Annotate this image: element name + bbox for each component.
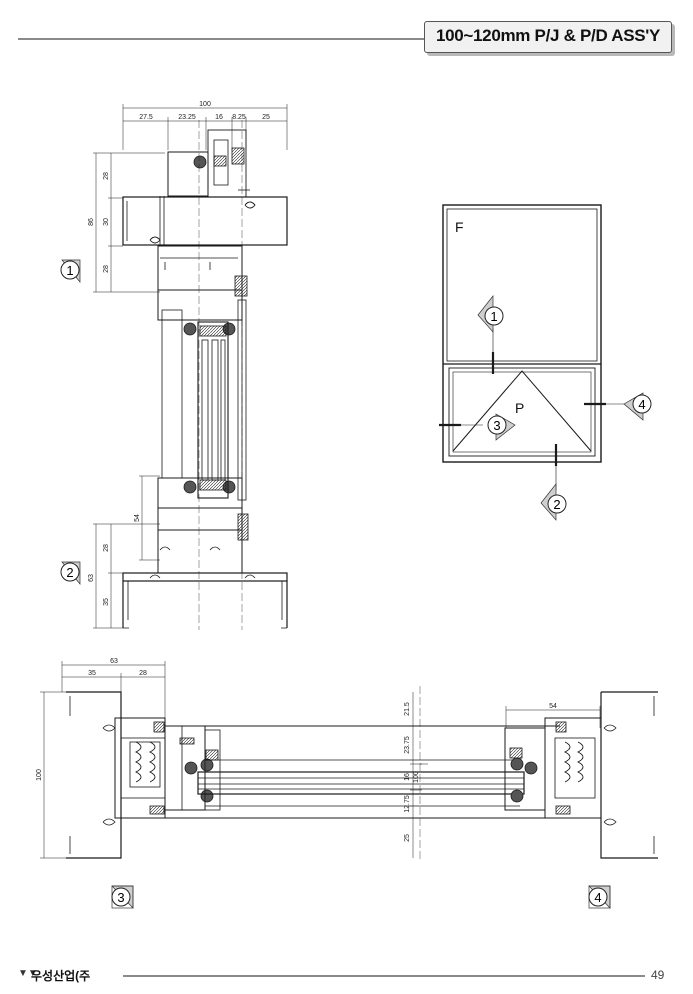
section-marker-3: 3	[111, 885, 134, 909]
dim-width-part-2: 23.25	[178, 114, 196, 121]
dim-bottom-100: 100	[36, 769, 43, 781]
dim-bottom-21-5: 21.5	[404, 702, 411, 716]
dim-height-28a: 28	[103, 172, 110, 180]
dim-height-54: 54	[134, 514, 141, 522]
dim-bottom-25: 25	[404, 834, 411, 842]
dim-width-total: 100	[199, 101, 211, 108]
dim-height-63: 63	[88, 574, 95, 582]
elevation-marker-1: 1	[477, 294, 504, 333]
dim-width-part-5: 25	[262, 114, 270, 121]
page-title: 100~120mm P/J & P/D ASS'Y	[435, 26, 661, 45]
dim-height-35: 35	[103, 598, 110, 606]
section-marker-4: 4	[588, 885, 611, 909]
header-rule	[18, 38, 426, 40]
dim-height-30: 30	[103, 218, 110, 226]
section-marker-1: 1	[60, 259, 81, 283]
marker-2-label: 2	[66, 565, 73, 580]
marker-3-label: 3	[117, 890, 124, 905]
elevation-marker-3: 3	[487, 413, 516, 441]
dim-bottom-63: 63	[110, 658, 118, 665]
dim-bottom-28: 28	[139, 670, 147, 677]
section-marker-2: 2	[60, 561, 81, 585]
fixed-label: F	[455, 219, 464, 235]
page-number: 49	[651, 968, 665, 982]
bottom-section	[40, 661, 658, 862]
panel-label: P	[515, 400, 524, 416]
marker-4-label: 4	[594, 890, 601, 905]
dim-height-28b: 28	[103, 265, 110, 273]
dim-height-86: 86	[88, 218, 95, 226]
dim-width-part-4: 8.25	[232, 114, 246, 121]
top-section	[93, 104, 288, 630]
elev-marker-3-label: 3	[493, 418, 500, 433]
company-logo-icon: ▼▼	[18, 968, 38, 979]
footer-rule	[123, 975, 645, 977]
dim-bottom-23-75: 23.75	[404, 736, 411, 754]
dim-bottom-35: 35	[88, 670, 96, 677]
title-box: 100~120mm P/J & P/D ASS'Y	[424, 21, 672, 53]
top-section-labels: 100 27.5 23.25 16 8.25 25 86 28 30 28 54…	[88, 101, 270, 606]
dim-height-28c: 28	[103, 544, 110, 552]
bottom-section-labels: 63 35 28 54 100 21.5 23.75 16 100 12.75 …	[36, 658, 557, 842]
elev-marker-1-label: 1	[490, 309, 497, 324]
dim-width-part-3: 16	[215, 114, 223, 121]
company-name: 우성산업(주	[31, 969, 91, 983]
elevation	[439, 204, 628, 490]
dim-bottom-12-75: 12.75	[404, 795, 411, 813]
dim-bottom-16: 16	[404, 773, 411, 781]
elevation-labels: F P	[455, 219, 524, 416]
marker-1-label: 1	[66, 263, 73, 278]
dim-bottom-54: 54	[549, 703, 557, 710]
dim-width-part-1: 27.5	[139, 114, 153, 121]
elevation-marker-2: 2	[540, 482, 567, 521]
elevation-marker-4: 4	[623, 392, 652, 421]
elev-marker-4-label: 4	[638, 397, 645, 412]
elev-marker-2-label: 2	[553, 497, 560, 512]
dim-bottom-inner-100: 100	[413, 771, 420, 783]
